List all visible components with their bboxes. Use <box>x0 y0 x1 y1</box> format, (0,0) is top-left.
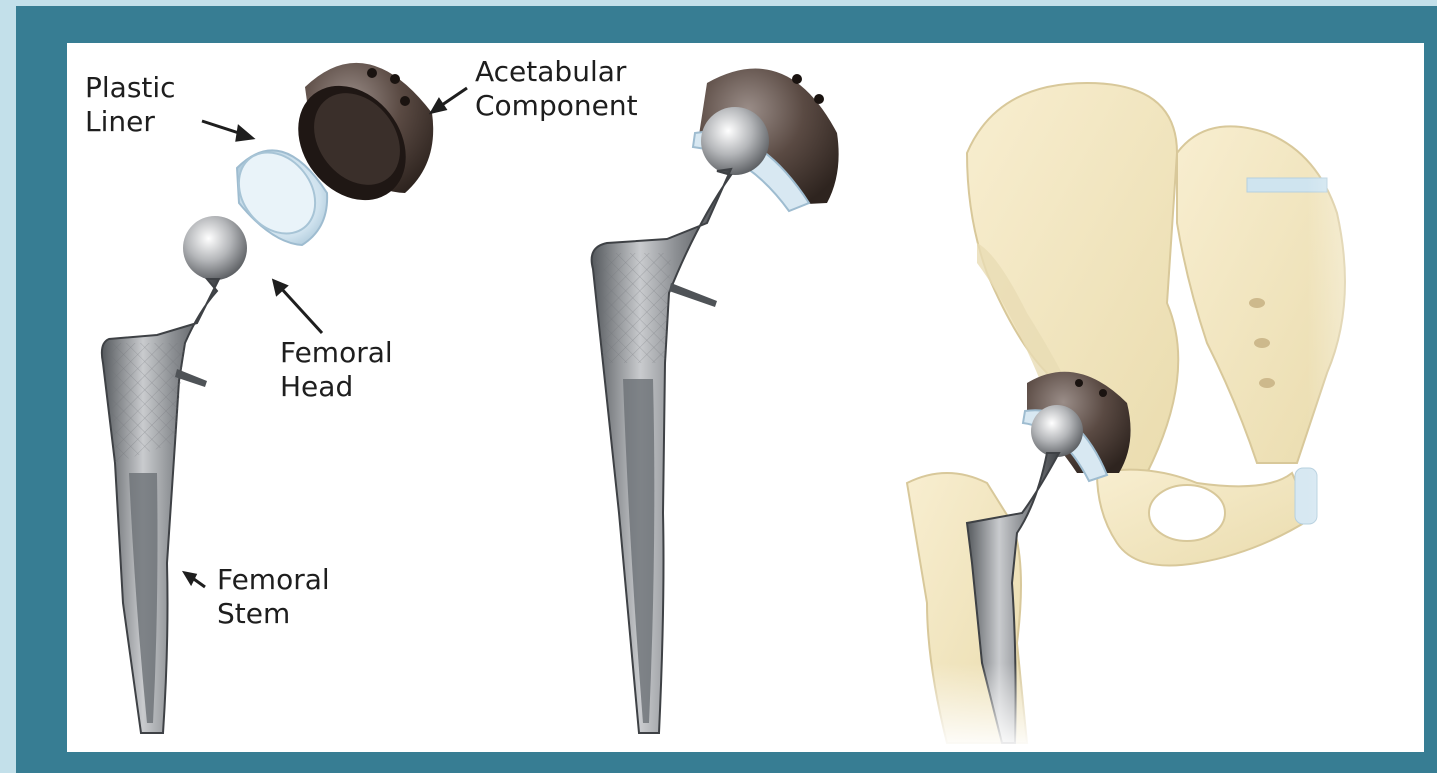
outer-frame: Plastic Liner Acetabular Component Femor… <box>16 6 1437 773</box>
acetabular-component-label-line2: Component <box>475 89 638 123</box>
acetabular-component-label-line1: Acetabular <box>475 55 638 89</box>
femoral-head-label-line2: Head <box>280 370 393 404</box>
femoral-stem-label-line2: Stem <box>217 597 330 631</box>
illustration-panel: Plastic Liner Acetabular Component Femor… <box>67 43 1424 752</box>
assembled-implant <box>592 69 839 733</box>
plastic-liner-label-line1: Plastic <box>85 71 176 105</box>
femoral-head-label-line1: Femoral <box>280 336 393 370</box>
femoral-stem-label: Femoral Stem <box>217 563 330 631</box>
femoral-stem-label-line1: Femoral <box>217 563 330 597</box>
hip-replacement-illustration <box>67 43 1424 752</box>
plastic-liner-label: Plastic Liner <box>85 71 176 139</box>
implant-in-pelvis <box>897 43 1424 752</box>
femoral-head-label: Femoral Head <box>280 336 393 404</box>
acetabular-component-label: Acetabular Component <box>475 55 638 123</box>
femoral-stem <box>102 279 219 733</box>
plastic-liner-label-line2: Liner <box>85 105 176 139</box>
femoral-head-ball <box>183 216 247 280</box>
